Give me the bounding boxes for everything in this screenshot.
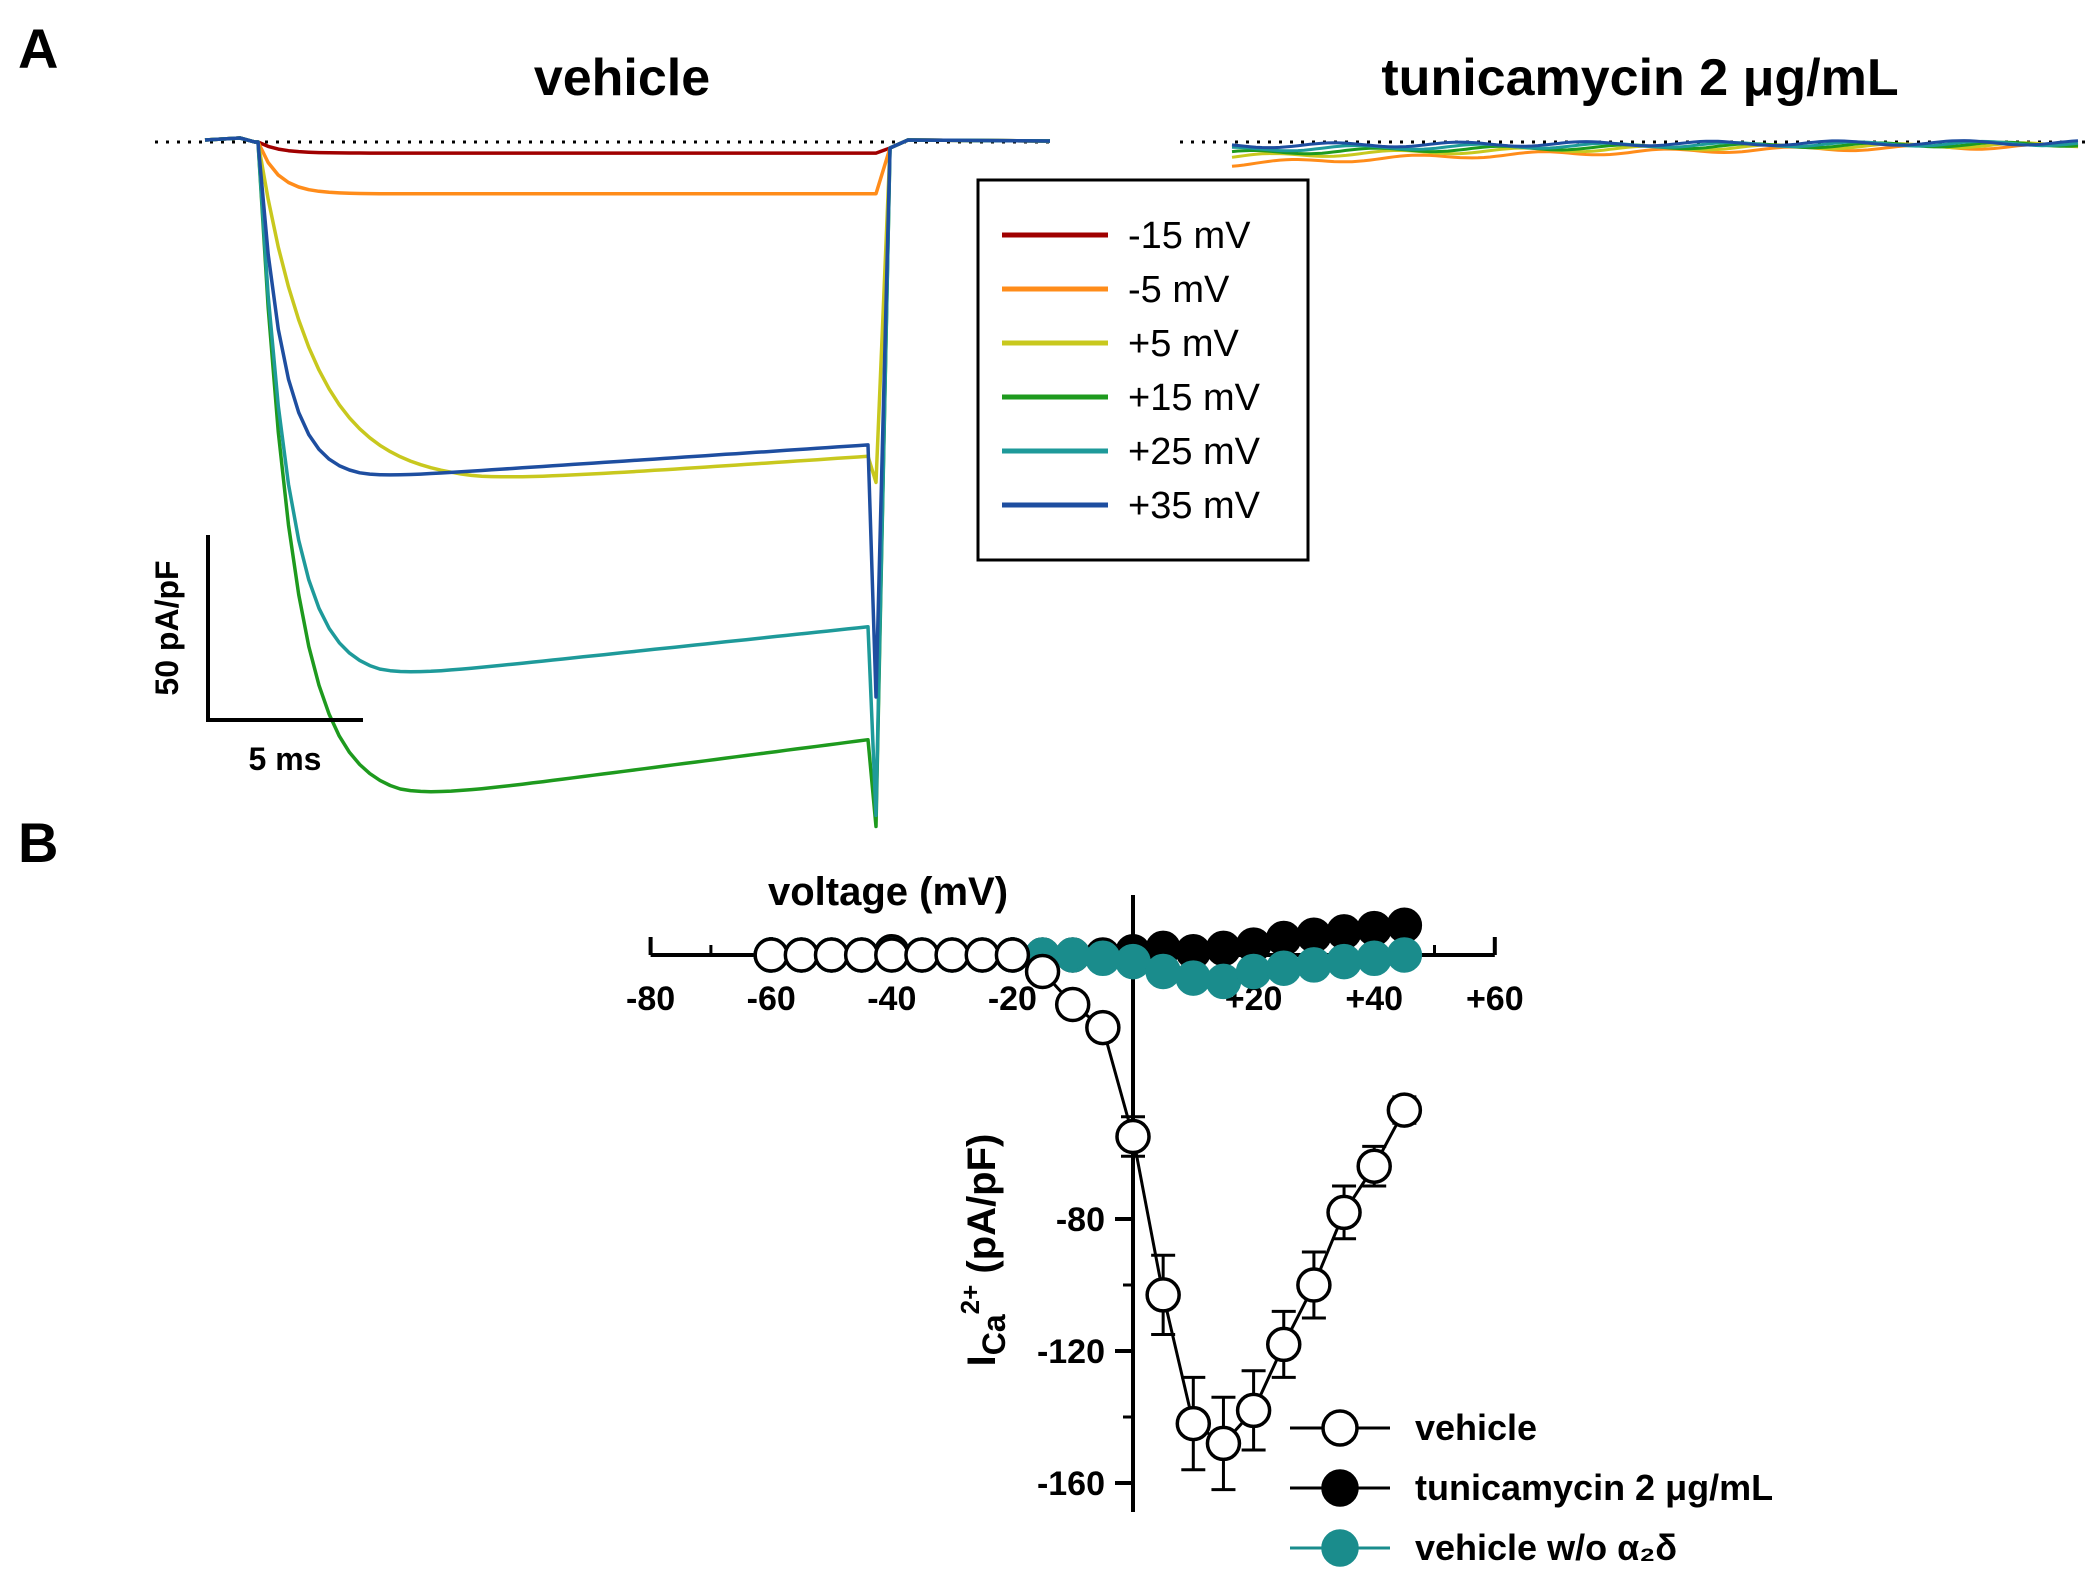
point-vehicle-10 [1175, 1405, 1212, 1442]
y-axis-label: ICa2+ (pA/pF) [955, 1134, 1012, 1367]
scale-bar-x-label: 5 ms [249, 741, 322, 777]
x-axis-label: voltage (mV) [768, 870, 1008, 914]
point-vehicle-w-o-5 [1145, 953, 1181, 990]
point-vehicle-15 [1024, 953, 1061, 990]
iv-plot: -80-60-40-20+20+40+60-80-120-160voltage … [626, 870, 1773, 1568]
point-vehicle-40 [874, 937, 910, 973]
point-vehicle-w-o-30 [1296, 947, 1332, 983]
panel-b-legend: vehicle tunicamycin 2 μg/mL vehicle w/o α₂… [1290, 1407, 1773, 1568]
vehicle-trace-15-mv [204, 136, 1051, 829]
vehicle-trace-5-mv [204, 136, 1051, 196]
point-vehicle-60 [753, 937, 789, 973]
point-vehicle-45 [843, 937, 880, 973]
point-vehicle-15 [1205, 1425, 1242, 1462]
y-axis-label-sub: Ca [976, 1314, 1012, 1355]
point-vehicle-50 [813, 937, 850, 973]
legend-b-label-vehicle: vehicle [1415, 1407, 1537, 1448]
point-vehicle-30 [934, 937, 970, 973]
vehicle-traces [155, 136, 1055, 829]
tunicamycin-trace-35-mv [1231, 139, 2079, 150]
panel-a-title-tunicamycin: tunicamycin 2 μg/mL [1381, 49, 1898, 107]
point-vehicle-w-o-35 [1326, 943, 1362, 980]
point-vehicle-25 [1266, 1326, 1302, 1363]
legend-b-label-vehicle-w-o: vehicle w/o α₂δ [1415, 1527, 1677, 1568]
vehicle-trace-25-mv [204, 136, 1051, 818]
y-axis-label-main: I [960, 1355, 1004, 1366]
scale-bar-y-label: 50 pA/pF [149, 560, 185, 695]
legend-a-label-15-mv: +15 mV [1128, 377, 1261, 419]
legend-b-label-tunicamycin-2-g-ml: tunicamycin 2 μg/mL [1415, 1467, 1773, 1508]
vehicle-trace-35-mv [204, 136, 1051, 699]
legend-a-label-15-mv: -15 mV [1128, 215, 1251, 257]
point-vehicle-5 [1145, 1277, 1181, 1313]
point-vehicle-20 [1235, 1392, 1272, 1429]
point-vehicle-w-o-10 [1054, 937, 1091, 973]
vehicle-trace-15-mv [204, 136, 1051, 155]
x-tick-label-40: -40 [867, 980, 916, 1018]
point-vehicle-20 [994, 937, 1031, 973]
point-vehicle-w-o-45 [1386, 937, 1423, 973]
panel-a-legend: -15 mV -5 mV +5 mV +15 mV +25 mV +35 mV [1002, 215, 1261, 527]
panel-a-title-vehicle: vehicle [534, 49, 710, 107]
x-tick-label-80: -80 [626, 980, 675, 1018]
legend-b-marker-vehicle [1321, 1409, 1359, 1447]
point-vehicle-w-o-0 [1115, 943, 1151, 980]
legend-b-marker-tunicamycin-2-g-ml [1321, 1469, 1359, 1507]
panel-b-letter: B [18, 811, 58, 874]
point-vehicle-w-o-25 [1266, 950, 1302, 986]
y-tick-label-80: -80 [1056, 1201, 1105, 1239]
legend-a-label-5-mv: +5 mV [1128, 323, 1240, 365]
point-vehicle-w-o-5 [1085, 940, 1121, 977]
scale-bar [206, 535, 363, 722]
y-tick-label-160: -160 [1037, 1465, 1105, 1503]
panel-a-letter: A [18, 17, 58, 80]
legend-a-label-25-mv: +25 mV [1128, 431, 1261, 473]
point-vehicle-5 [1085, 1009, 1121, 1046]
x-tick-label-60: -60 [747, 980, 796, 1018]
legend-a-label-5-mv: -5 mV [1128, 269, 1230, 311]
point-tunicamycin-2-g-ml-15 [1205, 930, 1242, 967]
x-tick-label-60: +60 [1466, 980, 1524, 1018]
tunicamycin-traces [1180, 139, 2085, 168]
point-tunicamycin-2-g-ml-40 [1356, 910, 1392, 947]
point-vehicle-40 [1356, 1148, 1392, 1184]
point-vehicle-45 [1386, 1092, 1423, 1128]
point-vehicle-30 [1296, 1267, 1332, 1303]
point-tunicamycin-2-g-ml-35 [1326, 914, 1362, 950]
point-vehicle-w-o-20 [1235, 953, 1272, 990]
y-tick-label-120: -120 [1037, 1333, 1105, 1371]
point-vehicle-10 [1054, 986, 1091, 1023]
legend-a-label-35-mv: +35 mV [1128, 485, 1261, 527]
point-vehicle-25 [964, 937, 1000, 973]
series-vehicle [753, 937, 1423, 1492]
point-vehicle-0 [1115, 1118, 1151, 1155]
x-tick-label-20: -20 [988, 980, 1037, 1018]
point-vehicle-35 [1326, 1194, 1362, 1231]
point-tunicamycin-2-g-ml-25 [1266, 920, 1302, 957]
y-axis-label-unit: (pA/pF) [960, 1134, 1004, 1285]
point-vehicle-55 [783, 937, 820, 973]
y-axis-label-sup: 2+ [955, 1285, 985, 1315]
legend-b-marker-vehicle-w-o [1321, 1529, 1359, 1567]
x-tick-label-40: +40 [1345, 980, 1403, 1018]
point-vehicle-w-o-10 [1175, 960, 1212, 996]
point-vehicle-w-o-15 [1205, 963, 1242, 1000]
vehicle-trace-5-mv [204, 136, 1051, 485]
point-tunicamycin-2-g-ml-30 [1296, 917, 1332, 953]
point-tunicamycin-2-g-ml-45 [1386, 907, 1423, 944]
panel-a-legend-box [976, 178, 1310, 562]
point-vehicle-35 [904, 937, 940, 973]
point-vehicle-w-o-40 [1356, 940, 1392, 977]
